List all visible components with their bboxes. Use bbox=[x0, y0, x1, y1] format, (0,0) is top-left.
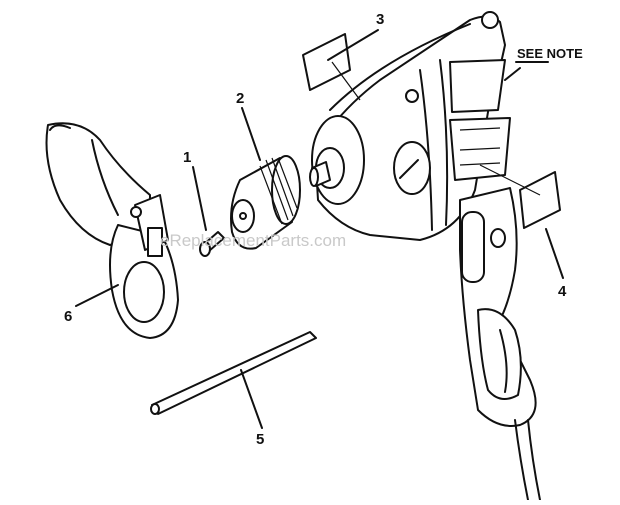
drill-body bbox=[309, 11, 511, 241]
watermark-text: eReplacementParts.com bbox=[160, 231, 346, 250]
callout-3: 3 bbox=[376, 11, 384, 28]
rod-part-5 bbox=[150, 331, 317, 415]
callout-6: 6 bbox=[64, 308, 72, 325]
callout-4: 4 bbox=[558, 283, 567, 300]
see-note-label: SEE NOTE bbox=[517, 46, 583, 61]
callout-1: 1 bbox=[183, 149, 191, 166]
screw-part-1 bbox=[199, 231, 225, 257]
label-box-part-3 bbox=[302, 33, 351, 91]
drill-handle bbox=[459, 187, 541, 501]
chuck-part-2 bbox=[230, 155, 301, 250]
callout-2: 2 bbox=[236, 90, 244, 107]
side-handle-part-6 bbox=[45, 122, 179, 339]
callout-5: 5 bbox=[256, 431, 264, 448]
label-box-part-4 bbox=[519, 171, 561, 229]
leader-lines bbox=[75, 29, 564, 429]
